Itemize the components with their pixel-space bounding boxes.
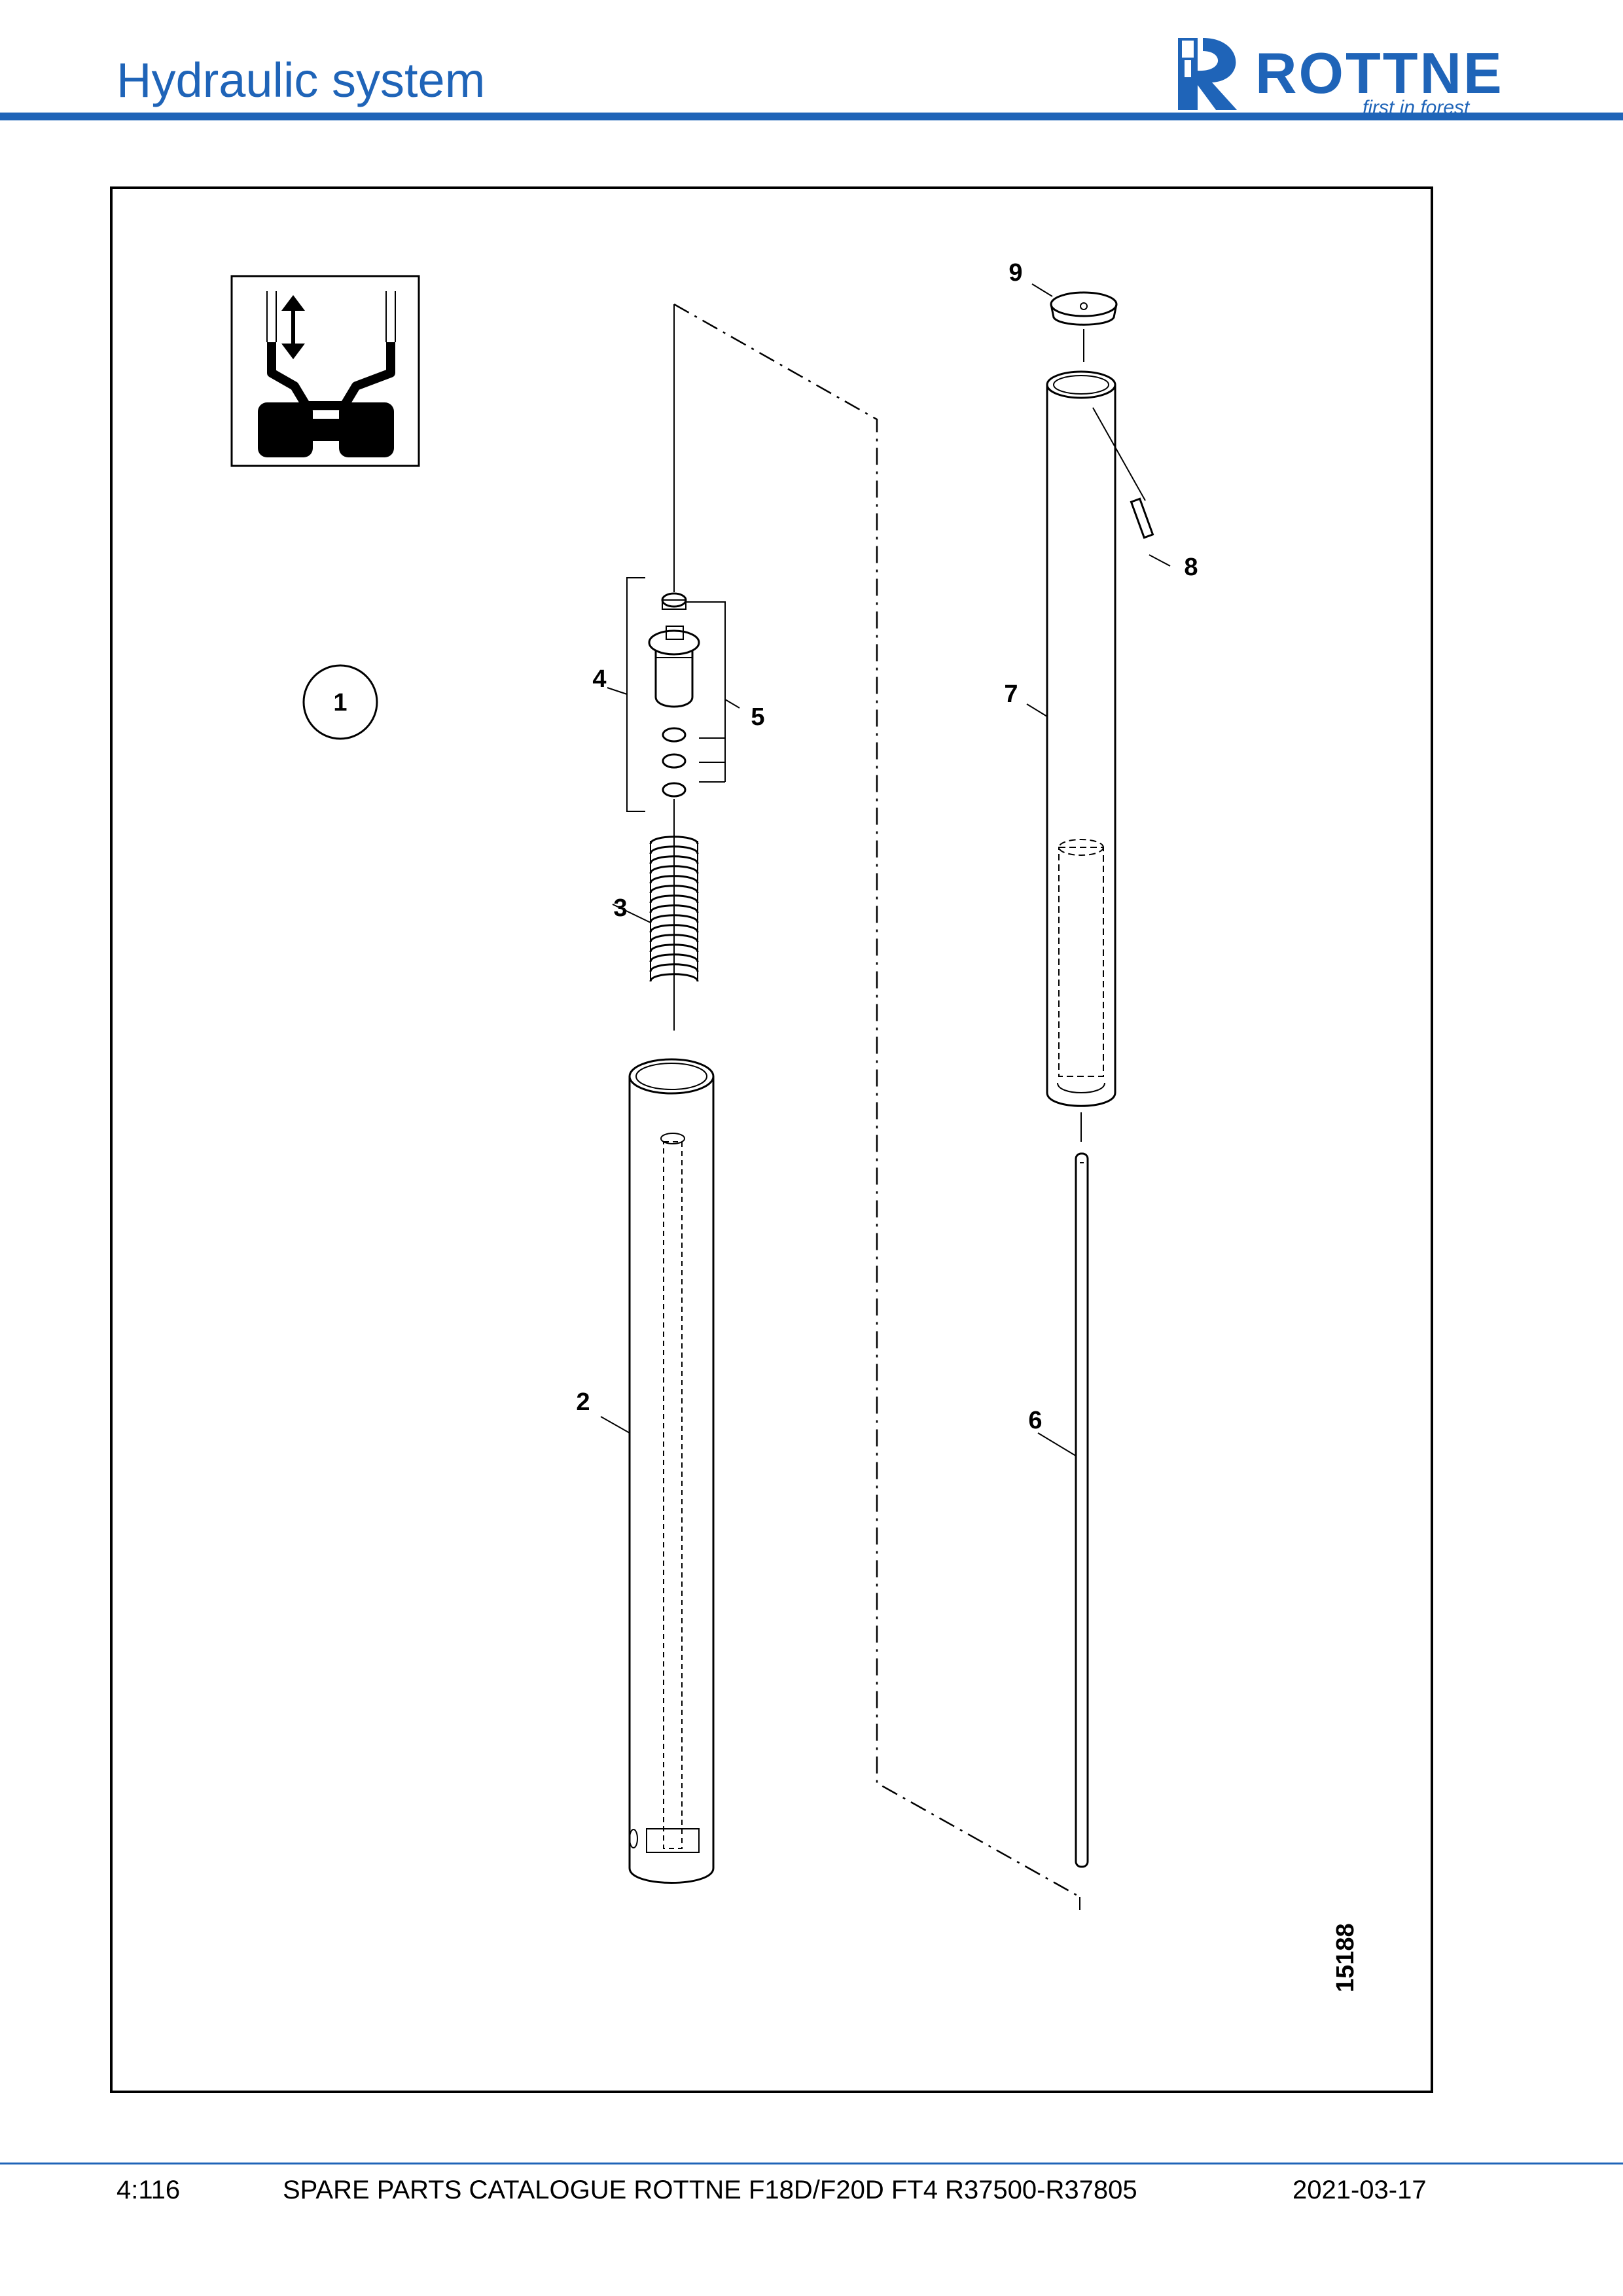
footer-rule	[0, 2163, 1623, 2164]
logo-wordmark: ROTTNE	[1255, 41, 1504, 105]
footer-catalogue-title: SPARE PARTS CATALOGUE ROTTNE F18D/F20D F…	[283, 2176, 1137, 2204]
brand-logo: ROTTNE first in forest	[1171, 31, 1518, 118]
callout-8: 8	[1184, 554, 1198, 581]
header-rule	[0, 113, 1623, 120]
callout-5: 5	[751, 703, 764, 731]
callout-7: 7	[1004, 680, 1018, 708]
cylinder-tube-right	[1046, 370, 1116, 1107]
callout-9: 9	[1008, 259, 1022, 287]
rottne-r-icon	[1178, 38, 1237, 110]
callout-4: 4	[592, 665, 606, 693]
callout-3: 3	[613, 894, 627, 922]
cab-lift-arrow-icon	[230, 275, 420, 467]
callout-2: 2	[576, 1388, 590, 1416]
page-title: Hydraulic system	[116, 53, 486, 107]
callout-6: 6	[1028, 1407, 1042, 1434]
footer-date: 2021-03-17	[1293, 2176, 1427, 2204]
spring	[649, 836, 699, 982]
group-label: 1	[333, 689, 347, 716]
cylinder-tube-left	[628, 1058, 715, 1884]
exploded-parts-diagram: 1	[230, 259, 1359, 1992]
footer-page-number: 4:116	[116, 2176, 181, 2204]
drawing-number: 15188	[1332, 1923, 1359, 1992]
diagram-frame	[110, 186, 1433, 2093]
